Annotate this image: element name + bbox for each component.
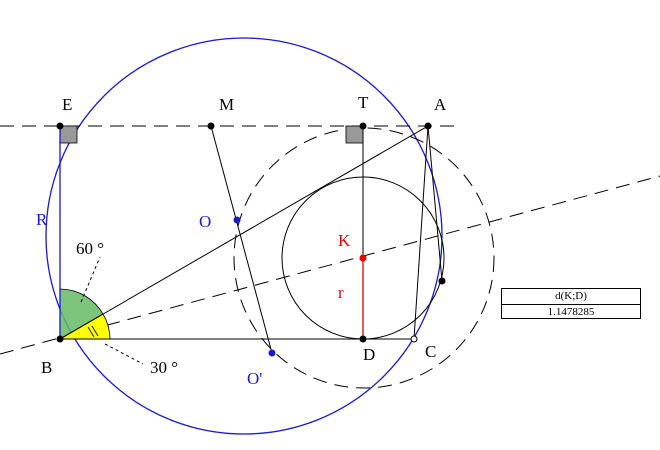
segment-ac <box>413 125 429 340</box>
point-tangent[interactable] <box>438 277 446 285</box>
point-e[interactable] <box>56 122 64 130</box>
segment-a-tangent <box>427 125 443 282</box>
label-d: D <box>363 345 375 364</box>
point-o[interactable] <box>233 216 241 224</box>
right-angle-e <box>59 125 78 144</box>
point-o-prime[interactable] <box>268 349 276 357</box>
point-m[interactable] <box>207 122 215 130</box>
segment-mo <box>210 125 273 354</box>
label-t: T <box>358 93 369 112</box>
point-d[interactable] <box>359 335 367 343</box>
label-o: O <box>199 212 211 231</box>
measurement-value: 1.1478285 <box>547 306 595 318</box>
label-m: M <box>219 95 234 114</box>
label-r-big: R <box>36 210 48 229</box>
segment-ba <box>59 125 429 340</box>
dashed-bisector <box>0 175 660 355</box>
label-a: A <box>434 95 447 114</box>
measurement-label: d(K;D) <box>502 289 640 305</box>
point-c[interactable] <box>410 335 418 343</box>
right-angle-t <box>345 125 364 144</box>
angle-60-sector <box>59 288 104 340</box>
label-b: B <box>41 358 52 377</box>
point-a[interactable] <box>424 122 432 130</box>
label-angle-30: 30 ° <box>150 358 178 377</box>
dashed-circle-o <box>233 127 495 389</box>
label-o-prime: O' <box>247 369 262 388</box>
point-k[interactable] <box>359 254 367 262</box>
label-angle-60: 60 ° <box>76 239 104 258</box>
angle-30-pointer <box>104 343 144 365</box>
angle-30-tick-2 <box>87 326 95 338</box>
label-c: C <box>425 342 436 361</box>
label-r-small: r <box>338 283 344 302</box>
label-k: K <box>338 231 351 250</box>
circumcircle <box>45 37 443 435</box>
point-b[interactable] <box>56 335 64 343</box>
point-t[interactable] <box>359 122 367 130</box>
angle-30-tick <box>91 325 99 337</box>
angle-60-pointer <box>80 256 101 303</box>
measurement-box[interactable]: d(K;D) 1.1478285 <box>501 288 641 319</box>
label-e: E <box>62 95 72 114</box>
